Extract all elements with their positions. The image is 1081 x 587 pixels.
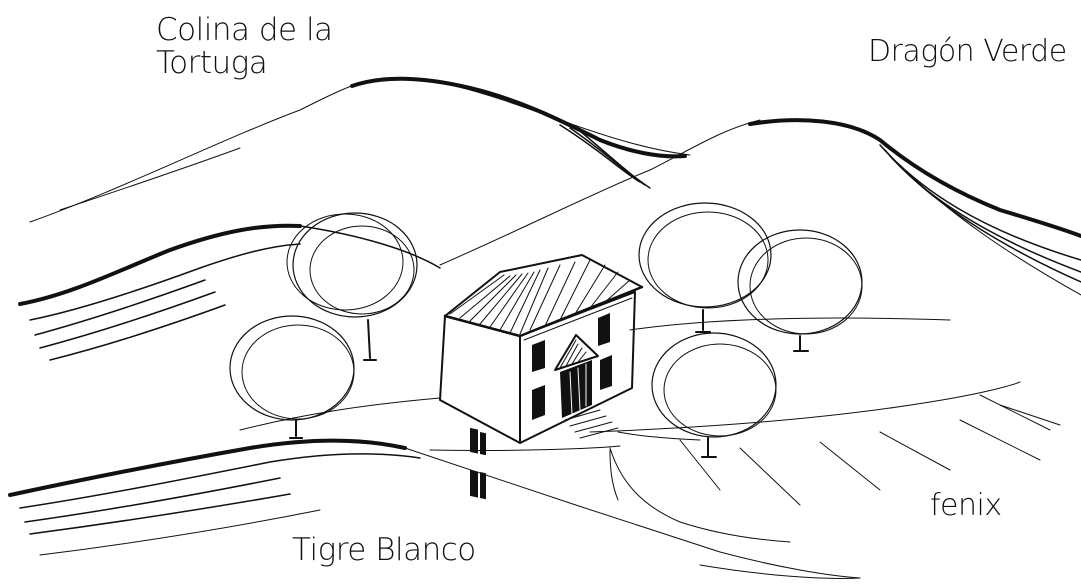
turtle-hill-label-line1: Colina de la [156,14,333,47]
window [600,355,612,390]
window [532,385,545,420]
dragon-hill-label: Dragón Verde [868,36,1067,68]
tree-right-upper [639,203,771,332]
dragon-hill [440,120,1081,295]
tree-left-lower [230,316,354,438]
trees [230,203,862,457]
tiger-hill-label: Tigre Blanco [292,534,476,567]
window [598,313,610,346]
house [440,255,700,499]
window [470,470,478,498]
tree-far-right [738,230,862,351]
turtle-hill-label: Colina de la Tortuga [156,14,333,79]
window [532,340,545,372]
left-ridge [20,226,440,360]
window [480,472,486,499]
phoenix-label: fenix [930,490,1002,522]
window [470,428,478,454]
turtle-hill [30,78,690,222]
turtle-hill-label-line2: Tortuga [156,47,333,80]
window [480,432,486,455]
